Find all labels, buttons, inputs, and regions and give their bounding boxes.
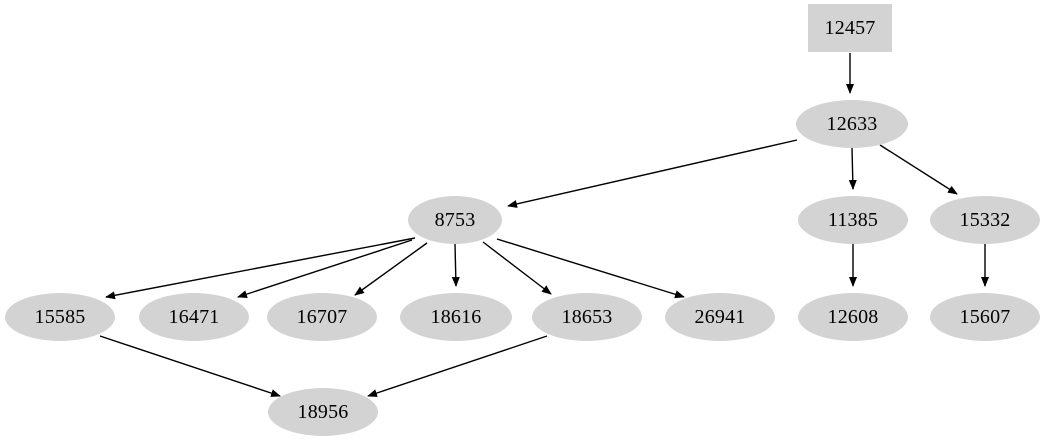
graph-node-label: 15332 [959, 209, 1011, 231]
graph-edge-8753-to-16707 [354, 242, 428, 296]
graph-node-8753[interactable]: 8753 [408, 196, 502, 244]
edges-group [99, 53, 989, 397]
graph-edge-12633-to-8753 [507, 139, 798, 208]
graph-node-label: 11385 [827, 209, 879, 231]
graph-node-11385[interactable]: 11385 [798, 196, 908, 244]
graph-edge-18653-to-18956 [367, 335, 548, 397]
graph-node-16707[interactable]: 16707 [267, 293, 377, 341]
graph-node-15585[interactable]: 15585 [5, 293, 115, 341]
graph-node-label: 15585 [34, 306, 86, 328]
graph-node-18956[interactable]: 18956 [268, 388, 378, 436]
graph-edge-8753-to-18653 [482, 241, 552, 295]
graph-node-16471[interactable]: 16471 [139, 293, 249, 341]
graph-node-label: 26941 [694, 306, 746, 328]
graph-edge-8753-to-16471 [237, 239, 413, 298]
graph-edge-8753-to-15585 [105, 237, 416, 300]
graph-node-label: 8753 [434, 209, 476, 231]
graph-node-12633[interactable]: 12633 [796, 100, 908, 148]
graph-node-label: 16707 [296, 306, 348, 328]
graph-edge-12633-to-15332 [879, 144, 958, 195]
graph-node-label: 18956 [297, 401, 349, 423]
graph-edge-12633-to-11385 [848, 147, 857, 190]
graph-node-15607[interactable]: 15607 [930, 293, 1040, 341]
graph-edge-8753-to-26941 [496, 238, 685, 299]
graph-edge-15585-to-18956 [99, 335, 281, 397]
graph-node-label: 16471 [168, 306, 220, 328]
graph-node-15332[interactable]: 15332 [930, 196, 1040, 244]
graph-node-18653[interactable]: 18653 [532, 293, 642, 341]
graph-node-label: 12457 [824, 17, 876, 39]
graph-node-label: 18653 [561, 306, 613, 328]
graph-node-26941[interactable]: 26941 [665, 293, 775, 341]
graph-node-12608[interactable]: 12608 [798, 293, 908, 341]
graph-node-12457[interactable]: 12457 [808, 4, 892, 52]
graph-node-label: 18616 [430, 306, 482, 328]
graph-node-label: 12633 [826, 113, 878, 135]
graph-edge-8753-to-18616 [451, 243, 460, 287]
graph-node-label: 12608 [827, 306, 879, 328]
graph-node-label: 15607 [959, 306, 1011, 328]
graph-node-18616[interactable]: 18616 [400, 293, 512, 341]
